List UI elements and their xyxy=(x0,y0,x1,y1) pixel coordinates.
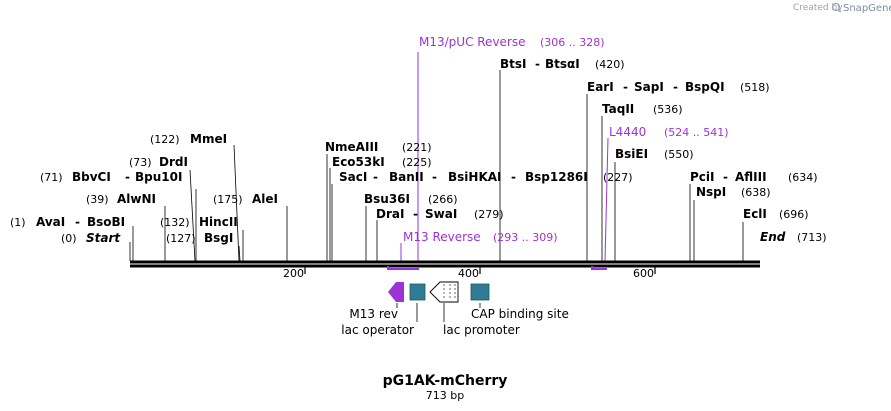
created-by-label: Created by xyxy=(793,3,843,13)
site-ear-pos: (518) xyxy=(740,81,770,94)
snapgene-brand: SnapGene xyxy=(843,3,891,14)
site-btsa-label[interactable]: BtsαI xyxy=(545,57,580,71)
site-sap-label[interactable]: SapI xyxy=(634,80,664,94)
primer-m13puc-reverse-label[interactable]: M13/pUC Reverse xyxy=(419,35,526,49)
svg-text:-: - xyxy=(535,57,540,71)
site-nmea-pos: (221) xyxy=(402,141,432,154)
feature-leader-lines xyxy=(396,303,481,322)
svg-text:-: - xyxy=(413,207,418,221)
m13-rev-feature[interactable] xyxy=(388,282,404,302)
site-eco53-label[interactable]: Eco53kI xyxy=(332,155,385,169)
m13-rev-arrow-icon xyxy=(388,282,404,302)
site-bsg-label[interactable]: BsgI xyxy=(204,231,233,245)
start-label: Start xyxy=(86,231,121,245)
primer-m13puc-reverse-pos: (306 .. 328) xyxy=(540,36,605,49)
plasmid-length: 713 bp xyxy=(426,389,464,402)
site-ecl-label[interactable]: EclI xyxy=(743,207,767,221)
lac-operator-label: lac operator xyxy=(341,323,414,337)
svg-text:-: - xyxy=(623,80,628,94)
lac-promoter-feature[interactable] xyxy=(429,281,459,303)
site-leader-lines xyxy=(129,70,744,262)
site-ban-label[interactable]: BanII xyxy=(389,170,424,184)
site-alwn-pos: (39) xyxy=(86,193,109,206)
primer-leader-lines xyxy=(400,52,609,262)
primer-l4440-pos: (524 .. 541) xyxy=(664,126,729,139)
site-nsp-label[interactable]: NspI xyxy=(696,185,726,199)
site-bsp1286-label[interactable]: Bsp1286I xyxy=(525,170,588,184)
ruler-label-400: 400 xyxy=(458,267,479,280)
site-ale-label[interactable]: AleI xyxy=(252,192,278,206)
end-pos: (713) xyxy=(797,231,827,244)
cap-binding-site-label: CAP binding site xyxy=(471,307,569,321)
site-bbvc-label[interactable]: BbvCI xyxy=(72,170,111,184)
site-pci-label[interactable]: PciI xyxy=(690,170,715,184)
site-eco53-pos: (225) xyxy=(402,156,432,169)
site-alwn-label[interactable]: AlwNI xyxy=(117,192,156,206)
cap-binding-site-box[interactable] xyxy=(470,283,490,301)
site-bsob-label[interactable]: BsoBI xyxy=(87,215,125,229)
site-nsp-pos: (638) xyxy=(741,186,771,199)
site-bsu36-pos: (266) xyxy=(428,193,458,206)
site-bts-label[interactable]: BtsI xyxy=(500,57,527,71)
site-bbvc-dash: - xyxy=(125,170,130,184)
ruler-ticks xyxy=(304,266,656,274)
primer-m13-reverse-pos: (293 .. 309) xyxy=(493,231,558,244)
site-mme-label[interactable]: MmeI xyxy=(190,132,227,146)
svg-text:-: - xyxy=(373,170,378,184)
site-dra-pos: (279) xyxy=(474,208,504,221)
site-ecl-pos: (696) xyxy=(779,208,809,221)
ruler-label-600: 600 xyxy=(633,267,654,280)
site-sac-pos: (227) xyxy=(603,171,633,184)
site-dra-label[interactable]: DraI xyxy=(376,207,404,221)
ruler-label-200: 200 xyxy=(283,267,304,280)
site-ava-pos: (1) xyxy=(10,216,26,229)
primer-binding-bars xyxy=(387,266,607,270)
lac-operator-box[interactable] xyxy=(409,283,426,301)
lac-promoter-label: lac promoter xyxy=(443,323,520,337)
site-bpu10-label[interactable]: Bpu10I xyxy=(135,170,182,184)
site-bsie-pos: (550) xyxy=(664,148,694,161)
site-ava-dash: - xyxy=(75,215,80,229)
snapgene-logo-icon xyxy=(831,2,842,13)
site-bts-pos: (420) xyxy=(595,58,625,71)
svg-text:-: - xyxy=(723,170,728,184)
site-swa-label[interactable]: SwaI xyxy=(425,207,457,221)
site-drd-pos: (73) xyxy=(129,156,152,169)
site-afl3-label[interactable]: AflIII xyxy=(735,170,767,184)
site-ear-label[interactable]: EarI xyxy=(587,80,614,94)
site-taq-pos: (536) xyxy=(653,103,683,116)
plasmid-name: pG1AK-mCherry xyxy=(383,373,508,389)
site-bbvc-pos: (71) xyxy=(40,171,63,184)
site-bsihkai-label[interactable]: BsiHKAI xyxy=(448,170,502,184)
site-ale-pos: (175) xyxy=(213,193,243,206)
site-mme-pos: (122) xyxy=(150,133,180,146)
site-bsu36-label[interactable]: Bsu36I xyxy=(364,192,410,206)
site-sac-label[interactable]: SacI xyxy=(339,170,367,184)
svg-text:-: - xyxy=(511,170,516,184)
site-hinc-label[interactable]: HincII xyxy=(199,215,238,229)
primer-m13-reverse-label[interactable]: M13 Reverse xyxy=(403,230,481,244)
site-hinc-pos: (132) xyxy=(160,216,190,229)
site-drd-label[interactable]: DrdI xyxy=(159,155,188,169)
primer-l4440-label[interactable]: L4440 xyxy=(609,125,646,139)
m13-rev-label: M13 rev xyxy=(349,307,398,321)
end-label: End xyxy=(760,230,786,244)
site-nmea-label[interactable]: NmeAIII xyxy=(325,140,378,154)
site-ava-label[interactable]: AvaI xyxy=(36,215,65,229)
start-pos: (0) xyxy=(61,232,77,245)
svg-text:-: - xyxy=(673,80,678,94)
site-bsg-pos: (127) xyxy=(166,232,196,245)
site-bspq-label[interactable]: BspQI xyxy=(685,80,725,94)
svg-text:-: - xyxy=(432,170,437,184)
site-taq-label[interactable]: TaqII xyxy=(602,102,634,116)
site-pci-pos: (634) xyxy=(788,171,818,184)
site-bsie-label[interactable]: BsiEI xyxy=(615,147,648,161)
